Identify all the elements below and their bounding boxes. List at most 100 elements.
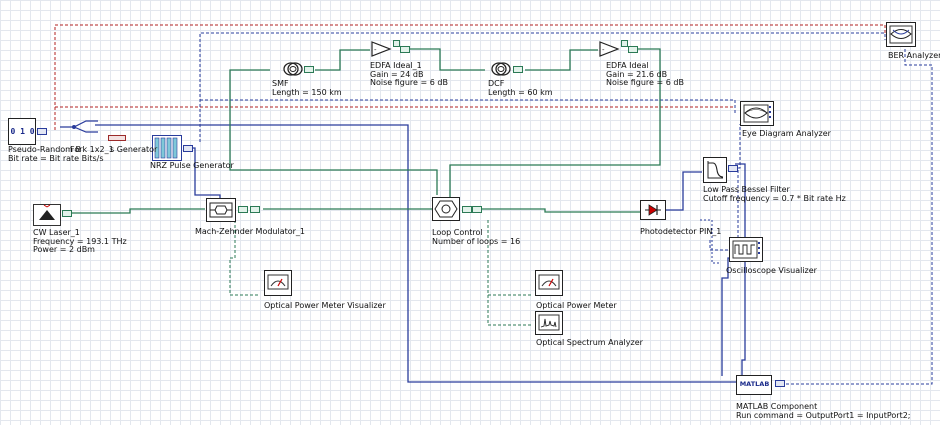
dcf-fiber[interactable] <box>490 60 514 78</box>
edfa-ideal-2[interactable]: - <box>598 40 620 58</box>
edfa-ideal-1[interactable]: - <box>370 40 392 58</box>
fork-icon <box>60 120 98 133</box>
edfa1-noise: Noise figure = 6 dB <box>370 78 448 88</box>
matlab-component[interactable]: MATLAB <box>736 375 772 395</box>
ber-label: BER Analyzer_ <box>888 51 940 60</box>
fiber-coil-icon <box>491 62 511 76</box>
edfa1-to-dcf-wire <box>408 48 485 71</box>
fork-label: Fork 1x2_1 <box>70 145 114 154</box>
osc-label: Oscilloscope Visualizer <box>726 266 817 275</box>
matlab-output-port[interactable] <box>775 380 785 387</box>
smf-fiber[interactable] <box>282 60 306 78</box>
mzm-to-opm-wire <box>229 220 258 296</box>
fork-component[interactable] <box>60 118 100 134</box>
opm1-label: Optical Power Meter Visualizer <box>264 301 386 310</box>
fiber-coil-icon <box>283 62 303 76</box>
smf-output-port[interactable] <box>304 66 314 73</box>
eye-diagram-icon <box>743 104 771 123</box>
filter-icon <box>707 161 724 179</box>
nrz-prefix-label: s Generator <box>110 145 158 154</box>
prbs-generator[interactable]: 0 1 0 <box>8 118 36 145</box>
bit-sequence-icon: 0 1 0 <box>10 127 35 136</box>
amplifier-triangle-icon: - <box>599 41 620 57</box>
edfa1-gain-port[interactable] <box>393 40 400 47</box>
optical-power-meter-visualizer[interactable] <box>264 270 292 296</box>
lpf-to-eye-wire <box>728 124 741 169</box>
mzm-monitor-port[interactable] <box>250 206 260 213</box>
pulse-generator-icon <box>152 135 182 161</box>
smf-length: Length = 150 km <box>272 87 342 97</box>
lpf-name: Low Pass Bessel Filter <box>703 185 790 194</box>
edfa2-output-port[interactable] <box>628 46 638 53</box>
dcf-output-port[interactable] <box>513 66 523 73</box>
ber-icon <box>889 25 913 44</box>
ber-analyzer[interactable] <box>886 22 916 47</box>
lpf-cutoff: Cutoff frequency = 0.7 * Bit rate Hz <box>703 193 846 203</box>
edfa1-gain: Gain = 24 dB <box>370 69 424 79</box>
nrz-pulse-generator[interactable] <box>152 135 182 161</box>
osa-label: Optical Spectrum Analyzer <box>536 338 643 347</box>
lpf-to-osc-wire <box>709 170 739 251</box>
modulator-icon <box>209 202 233 218</box>
edfa2-gain-port[interactable] <box>621 40 628 47</box>
low-pass-bessel-filter[interactable] <box>703 157 727 183</box>
loop-count: Number of loops = 16 <box>432 236 521 246</box>
dcf-to-edfa2-wire <box>525 49 598 71</box>
loop-output-port[interactable] <box>462 206 472 213</box>
cw-output-port[interactable] <box>62 210 72 217</box>
matlab-label: MATLAB Component Run command = OutputPor… <box>736 402 911 420</box>
prbs-param: Bit rate = Bit rate Bits/s <box>8 153 104 163</box>
loop-name: Loop Control <box>432 228 483 237</box>
dcf-length: Length = 60 km <box>488 87 553 97</box>
mzm-output-port[interactable] <box>238 206 248 213</box>
oscilloscope-visualizer[interactable] <box>729 237 763 262</box>
lpf-to-matlab-wire <box>735 163 746 376</box>
lpf-label: Low Pass Bessel Filter Cutoff frequency … <box>703 185 846 203</box>
opm2-label: Optical Power Meter <box>536 301 617 310</box>
matlab-name: MATLAB Component <box>736 402 818 411</box>
cw-label: CW Laser_1 Frequency = 193.1 THz Power =… <box>33 228 127 255</box>
nrz-to-eye-wire <box>200 99 736 113</box>
matlab-command: Run command = OutputPort1 = InputPort2; <box>736 410 911 420</box>
prbs-label: Pseudo-Random B Bit rate = Bit rate Bits… <box>8 145 104 163</box>
loop-monitor-port[interactable] <box>472 206 482 213</box>
dcf-label: DCF Length = 60 km <box>488 79 553 97</box>
smf-label: SMF Length = 150 km <box>272 79 342 97</box>
mach-zehnder-modulator[interactable] <box>206 198 236 222</box>
smf-to-edfa1-wire <box>315 49 370 71</box>
matlab-reference-wire <box>700 219 720 264</box>
matlab-icon: MATLAB <box>739 380 770 388</box>
amplifier-triangle-icon: - <box>371 41 392 57</box>
ber-reference-wire <box>54 24 886 130</box>
optical-power-meter[interactable] <box>535 270 563 296</box>
cw-laser[interactable] <box>33 204 61 226</box>
cw-power: Power = 2 dBm <box>33 245 95 255</box>
spectrum-icon <box>538 314 560 331</box>
eye-diagram-analyzer[interactable] <box>740 101 774 126</box>
power-meter-icon <box>267 274 289 290</box>
nrz-to-ber-wire <box>199 32 886 142</box>
power-meter-icon <box>538 274 560 290</box>
nrz-ref-port[interactable] <box>108 135 126 141</box>
cw-to-mzm-wire <box>67 208 205 214</box>
svg-text:-: - <box>374 46 377 54</box>
edfa2-label: EDFA Ideal Gain = 21.6 dB Noise figure =… <box>606 61 684 88</box>
fork-to-matlab-wire <box>95 124 736 383</box>
smf-name: SMF <box>272 79 289 88</box>
loop-to-osa-wire <box>487 220 533 326</box>
eye-label: Eye Diagram Analyzer <box>742 129 831 138</box>
edfa2-name: EDFA Ideal <box>606 61 649 70</box>
nrz-output-port[interactable] <box>183 145 193 152</box>
loop-control[interactable] <box>432 197 460 221</box>
edfa1-output-port[interactable] <box>400 46 410 53</box>
cw-frequency: Frequency = 193.1 THz <box>33 236 127 246</box>
photodiode-icon <box>645 204 661 216</box>
lpf-output-port[interactable] <box>728 165 738 172</box>
prbs-output-port[interactable] <box>37 128 47 135</box>
pd-label: Photodetector PIN_1 <box>640 227 722 236</box>
optical-spectrum-analyzer[interactable] <box>535 311 563 335</box>
edfa2-gain: Gain = 21.6 dB <box>606 69 668 79</box>
photodetector-pin[interactable] <box>640 200 666 220</box>
pd-to-lpf-wire <box>666 171 702 211</box>
loop-to-pd-wire <box>480 208 640 213</box>
